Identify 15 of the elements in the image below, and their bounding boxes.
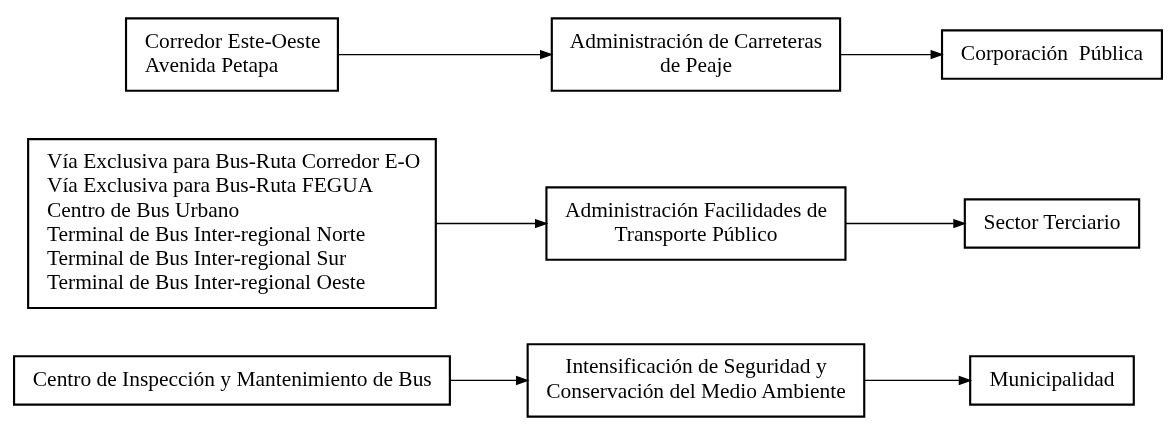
- arrow: [435, 218, 549, 228]
- node-box: Vía Exclusiva para Bus-Ruta Corredor E-O Vía Exclusiva para Bus-Ruta FEGUA Centro de Bus Urbano Terminal de Bus Inter-regional Norte Terminal de Bus Inter-regional Sur Terminal de Bus Inter-regional Oeste: [27, 137, 437, 309]
- arrow: [337, 49, 554, 59]
- node-box: Centro de Inspección y Mantenimiento de Bus: [13, 354, 451, 406]
- node-box: Administración de Carreteras de Peaje: [550, 16, 842, 92]
- node-box: Administración Facilidades de Transporte Público: [545, 185, 847, 261]
- node-box: Sector Terciario: [963, 197, 1141, 249]
- arrow: [844, 218, 967, 228]
- node-box: Municipalidad: [969, 354, 1135, 406]
- arrow: [839, 49, 944, 59]
- arrow: [449, 375, 530, 385]
- node-box: Corporación Pública: [940, 28, 1163, 80]
- node-box: Corredor Este-Oeste Avenida Petapa: [124, 16, 339, 92]
- node-box: Intensificación de Seguridad y Conservación del Medio Ambiente: [526, 342, 866, 418]
- arrow: [864, 375, 973, 385]
